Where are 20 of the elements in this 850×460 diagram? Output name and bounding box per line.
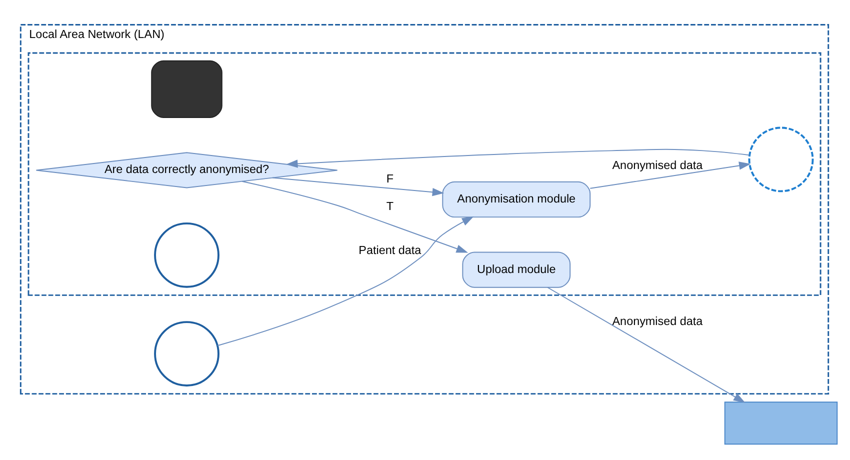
node-diamond: Are data correctly anonymised? (36, 152, 338, 188)
cluster (28, 52, 822, 296)
arrow (590, 161, 751, 188)
node-box (724, 401, 838, 444)
node-person (154, 222, 220, 288)
arrow (272, 176, 444, 196)
arrow (547, 286, 746, 402)
node-box: Upload module (462, 251, 571, 288)
edge-label: T (386, 199, 394, 212)
node-person (748, 126, 814, 192)
arrow (217, 216, 474, 346)
arrow (242, 180, 468, 252)
edge-label: Anonymised data (612, 314, 703, 328)
edge-label: Anonymised data (612, 158, 703, 172)
node-box (151, 60, 222, 118)
edge-label: Patient data (358, 243, 422, 256)
node-person (154, 320, 220, 386)
arrow (286, 148, 750, 168)
node-box: Anonymisation module (442, 180, 591, 218)
edge-label: F (386, 172, 394, 186)
